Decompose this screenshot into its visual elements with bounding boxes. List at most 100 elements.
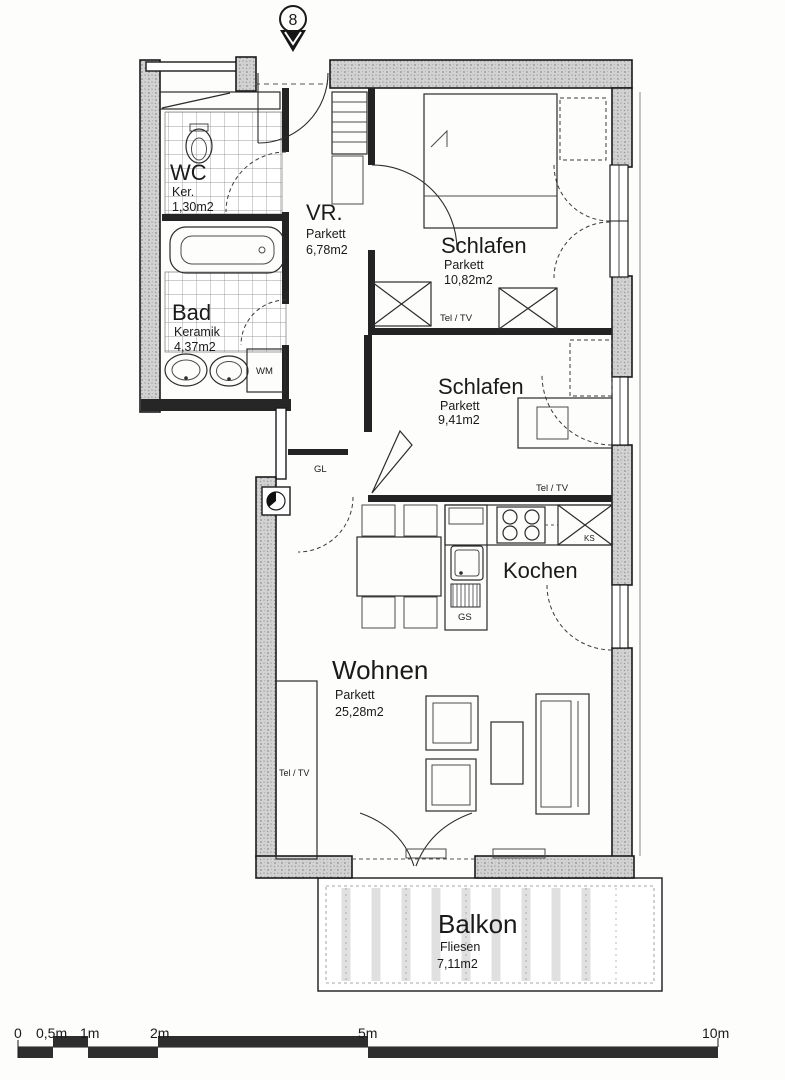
wall-top-left-thin xyxy=(145,61,239,72)
north-arrow-tip xyxy=(280,30,306,52)
bad-door-swing xyxy=(240,299,287,346)
hall-door-swing xyxy=(297,496,354,553)
wc-floor: Ker. xyxy=(172,185,194,199)
shaft xyxy=(261,486,291,516)
wc-name: WC xyxy=(170,160,207,185)
wall-right-d xyxy=(611,647,633,859)
wall-right-c xyxy=(611,444,633,586)
room-schlafen2: Schlafen Parkett 9,41m2 Tel / TV xyxy=(371,339,613,494)
wohnen-name: Wohnen xyxy=(332,655,428,685)
vr-area: 6,78m2 xyxy=(306,243,348,257)
fridge: KS xyxy=(557,504,613,546)
balcony-tile-stripes xyxy=(341,888,617,981)
room-bad: Bad Keramik 4,37m2 WM xyxy=(164,226,287,393)
entry xyxy=(159,72,329,144)
schlafen2-door-leaf xyxy=(371,429,413,494)
wall-left xyxy=(139,59,161,413)
scale-05m: 0,5m xyxy=(36,1025,67,1041)
north-marker-number: 8 xyxy=(289,12,298,29)
bed xyxy=(423,93,558,229)
balkon-name: Balkon xyxy=(438,909,518,939)
bad-name: Bad xyxy=(172,300,211,325)
bed-2 xyxy=(517,397,613,449)
room-balkon: Balkon Fliesen 7,11m2 xyxy=(317,877,663,992)
tel-tv-wohnen: Tel / TV xyxy=(279,768,309,778)
balkon-area: 7,11m2 xyxy=(437,957,478,971)
window-kochen xyxy=(546,584,629,651)
schlafen2-name: Schlafen xyxy=(438,374,524,399)
wall-bottom-right xyxy=(474,855,635,879)
kitchen-unit-left xyxy=(444,504,488,631)
entry-door-swing xyxy=(257,72,329,144)
ks-label: KS xyxy=(584,534,595,543)
wc-area: 1,30m2 xyxy=(172,200,214,214)
scale-5m: 5m xyxy=(358,1025,377,1041)
wall-right-a xyxy=(611,87,633,168)
chair xyxy=(361,504,396,537)
wohnen-area: 25,28m2 xyxy=(335,705,384,719)
wardrobe-dashed xyxy=(559,97,607,161)
chair xyxy=(403,596,438,629)
bathroom-sink xyxy=(164,353,208,387)
wall-entry-pier xyxy=(235,56,257,92)
window-schlafen1 xyxy=(553,164,629,279)
tel-tv-schlafen1: Tel / TV xyxy=(440,313,473,324)
balkon-floor: Fliesen xyxy=(440,940,480,954)
wohnen-floor: Parkett xyxy=(335,688,375,702)
scale-bar: 0 0,5m 1m 2m 5m 10m xyxy=(14,1025,729,1058)
balcony-door xyxy=(352,812,546,867)
bad-area: 4,37m2 xyxy=(174,340,216,354)
room-vr: VR. Parkett 6,78m2 GL xyxy=(261,200,354,553)
sofa xyxy=(535,693,590,815)
schlafen2-floor: Parkett xyxy=(440,399,480,413)
chair xyxy=(403,504,438,537)
tv-cabinet: Tel / TV xyxy=(275,680,318,860)
gl-label: GL xyxy=(314,464,327,475)
room-kochen: KS GS Kochen xyxy=(444,504,613,631)
scale-1m: 1m xyxy=(80,1025,99,1041)
wm-label: WM xyxy=(256,366,273,377)
dining-set xyxy=(356,504,442,629)
bathtub xyxy=(169,226,285,274)
wc-tile-floor xyxy=(164,111,283,215)
schlafen1-door-swing xyxy=(371,164,458,251)
vr-floor: Parkett xyxy=(306,227,346,241)
gl-closet: GL xyxy=(297,464,354,553)
window-schlafen2 xyxy=(541,374,629,446)
entry-coat-rack xyxy=(159,91,281,110)
schlafen1-floor: Parkett xyxy=(444,258,484,272)
room-wohnen: Wohnen Parkett 25,28m2 Tel / TV xyxy=(275,504,590,867)
wall-bottom-left xyxy=(255,855,353,879)
wardrobe-1 xyxy=(371,281,432,327)
tel-tv-kochen: Tel / TV xyxy=(536,483,569,494)
armchair-2 xyxy=(425,758,477,812)
gs-label: GS xyxy=(458,612,472,623)
wall-corridor-left xyxy=(275,407,287,480)
wardrobe-dashed-2 xyxy=(569,339,613,397)
schlafen1-name: Schlafen xyxy=(441,233,527,258)
scale-10m: 10m xyxy=(702,1025,729,1041)
wall-top xyxy=(329,59,633,89)
dining-table xyxy=(356,536,442,597)
chair xyxy=(361,596,396,629)
scale-0: 0 xyxy=(14,1025,22,1041)
kitchen-sink xyxy=(450,545,484,581)
wall-wohnen-left xyxy=(255,476,277,859)
bad-floor: Keramik xyxy=(174,325,221,339)
wall-bad-bottom xyxy=(141,399,291,411)
washing-machine: WM xyxy=(246,348,286,393)
coffee-table xyxy=(490,721,524,785)
bathroom-sink-2 xyxy=(209,355,249,387)
wall-right-b xyxy=(611,275,633,378)
kochen-name: Kochen xyxy=(503,558,578,583)
scale-2m: 2m xyxy=(150,1025,169,1041)
north-arrow: 8 xyxy=(279,5,307,52)
wardrobe-2 xyxy=(498,287,558,330)
shelf xyxy=(331,91,368,205)
room-schlafen1: Schlafen Parkett 10,82m2 Tel / TV xyxy=(331,91,607,330)
toilet xyxy=(185,123,213,164)
schlafen2-area: 9,41m2 xyxy=(438,413,480,427)
schlafen1-area: 10,82m2 xyxy=(444,273,493,287)
